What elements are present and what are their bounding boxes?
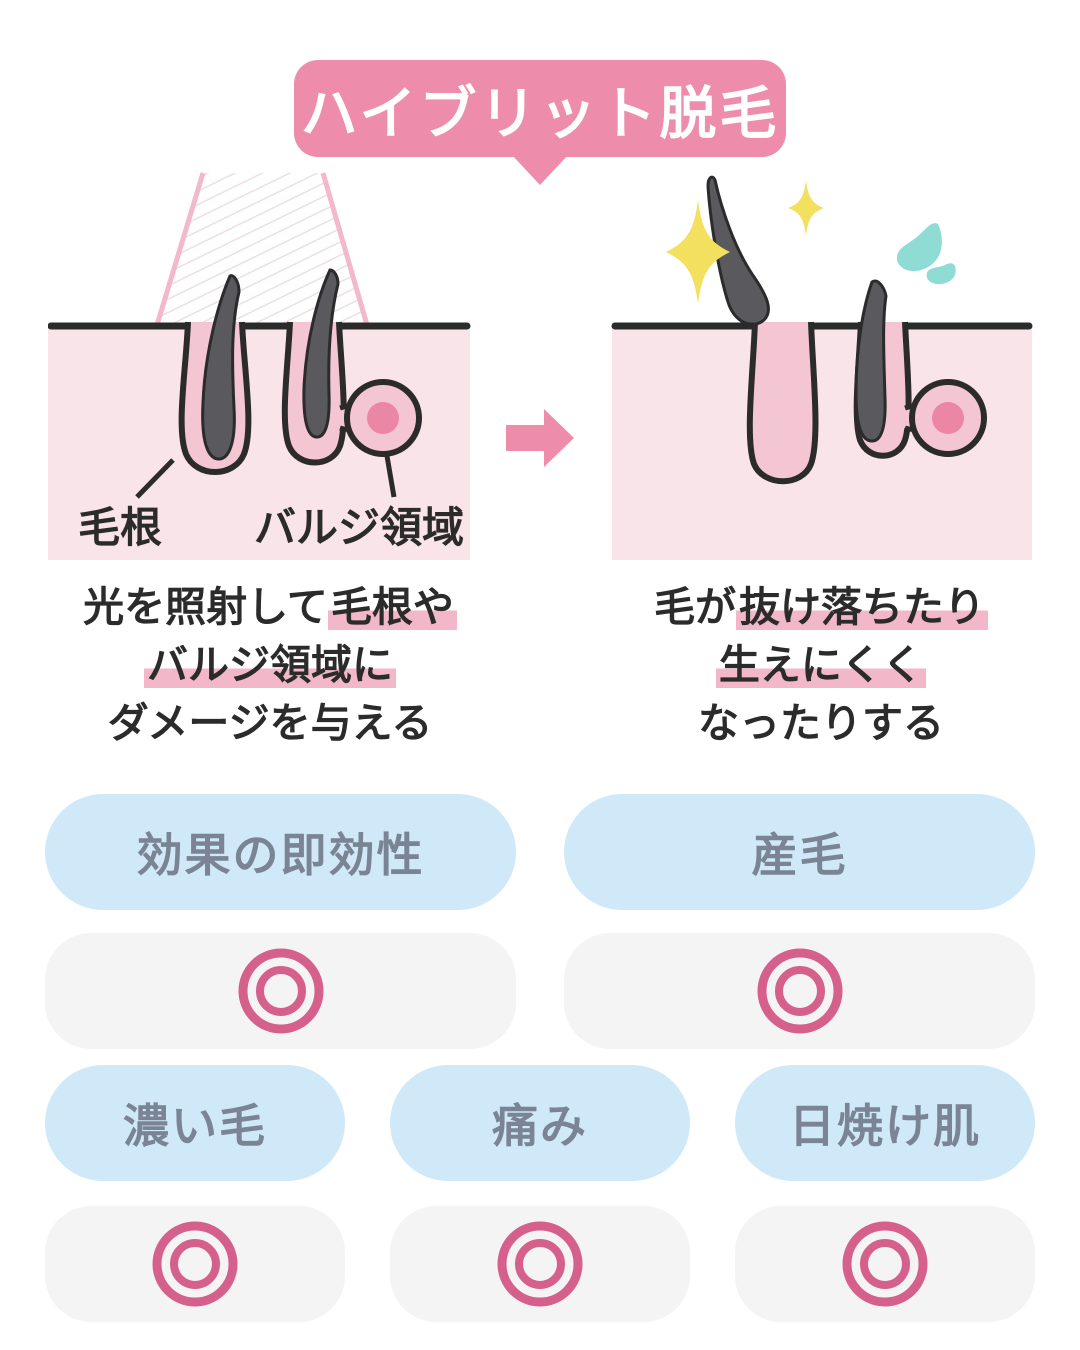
bulge-label: バルジ領域	[254, 504, 464, 551]
caption-line: なったりする	[596, 694, 1046, 752]
feature-pill-instant-effect: 効果の即効性	[45, 794, 516, 910]
caption-highlight: 抜け落ちたり	[736, 584, 988, 630]
double-circle-rating-icon	[757, 948, 842, 1034]
rating-pill	[735, 1206, 1035, 1322]
bulge-core	[932, 402, 964, 434]
feature-label: 産毛	[751, 829, 848, 881]
caption-line: 光を照射して毛根や	[40, 578, 500, 636]
feature-label: 効果の即効性	[136, 829, 425, 881]
hair	[302, 268, 340, 439]
feature-pill-thick-hair: 濃い毛	[45, 1065, 345, 1181]
feature-label: 濃い毛	[123, 1100, 267, 1152]
feature-label: 日焼け肌	[789, 1100, 981, 1152]
after-caption: 毛が抜け落ちたり 生えにくく なったりする	[596, 578, 1046, 752]
caption-line: ダメージを与える	[40, 694, 500, 752]
rating-row-2	[45, 1206, 1035, 1322]
caption-line: バルジ領域に	[40, 636, 500, 694]
hair	[854, 279, 888, 443]
before-illustration: 毛根 バルジ領域	[48, 172, 471, 560]
feature-row-1: 効果の即効性 産毛	[45, 794, 1035, 910]
feature-row-2: 濃い毛 痛み 日焼け肌	[45, 1065, 1035, 1181]
double-circle-rating-icon	[497, 1221, 583, 1307]
bulge-core	[367, 402, 399, 434]
feature-pill-vellus-hair: 産毛	[564, 794, 1035, 910]
caption-line: 生えにくく	[596, 636, 1046, 694]
caption-text: ダメージを与える	[107, 700, 433, 746]
caption-text: 光を照射して	[83, 584, 328, 630]
light-beam	[154, 172, 370, 326]
title-banner: ハイブリット脱毛	[294, 60, 786, 157]
bulge-pointer	[384, 455, 397, 498]
rating-row-1	[45, 933, 1035, 1049]
double-circle-rating-icon	[238, 948, 323, 1034]
falling-hair	[706, 175, 770, 326]
drop-icon	[926, 263, 956, 285]
caption-highlight: 毛根や	[327, 584, 457, 630]
caption-line: 毛が抜け落ちたり	[596, 578, 1046, 636]
before-caption: 光を照射して毛根や バルジ領域に ダメージを与える	[40, 578, 500, 752]
hair-root-label: 毛根	[78, 504, 162, 551]
rating-pill	[45, 933, 516, 1049]
sparkle-icon	[666, 200, 730, 304]
caption-text: 毛が	[654, 584, 736, 630]
banner-pointer	[511, 154, 569, 185]
feature-pill-pain: 痛み	[390, 1065, 690, 1181]
caption-highlight: バルジ領域に	[144, 642, 396, 688]
caption-text: なったりする	[698, 700, 944, 746]
sparkle-icon	[788, 180, 824, 236]
arrow-right-icon	[506, 409, 574, 467]
hair	[201, 274, 241, 461]
drop-icon	[896, 223, 942, 272]
double-circle-rating-icon	[842, 1221, 928, 1307]
rating-pill	[45, 1206, 345, 1322]
page-title: ハイブリット脱毛	[300, 81, 780, 146]
after-illustration	[611, 175, 1033, 560]
feature-pill-tanned-skin: 日焼け肌	[735, 1065, 1035, 1181]
hair-root-pointer	[135, 458, 175, 499]
empty-follicle	[746, 321, 819, 485]
double-circle-rating-icon	[152, 1221, 238, 1307]
caption-highlight: 生えにくく	[715, 642, 927, 688]
rating-pill	[564, 933, 1035, 1049]
feature-label: 痛み	[492, 1100, 588, 1152]
rating-pill	[390, 1206, 690, 1322]
